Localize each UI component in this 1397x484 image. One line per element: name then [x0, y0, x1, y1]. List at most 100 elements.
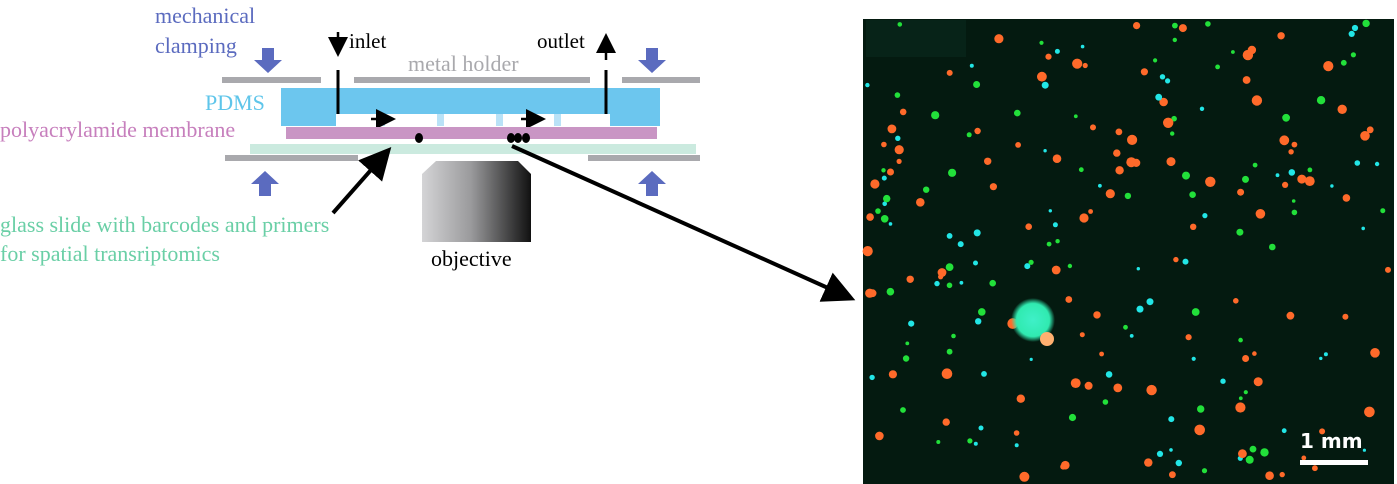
bead-green — [1238, 337, 1243, 343]
bead-green — [1245, 455, 1254, 464]
bead-green — [875, 208, 881, 214]
bead-orange — [1013, 430, 1020, 436]
bead-green — [1307, 167, 1313, 173]
bead-orange — [1070, 378, 1081, 388]
bead-green — [894, 92, 901, 98]
metal-holder — [222, 77, 700, 161]
clamp-arrows — [251, 48, 666, 196]
bead-orange — [1113, 383, 1123, 393]
bead-orange — [1146, 384, 1157, 396]
bead-green — [1171, 115, 1177, 122]
bead-green — [1068, 413, 1077, 422]
bead-green — [1028, 259, 1034, 265]
bead-cyan — [1156, 450, 1164, 457]
bead-green — [1269, 243, 1276, 251]
bead-cyan — [1080, 44, 1085, 49]
bead-green — [1189, 191, 1196, 198]
bead-cyan — [1182, 258, 1189, 265]
bead-orange — [875, 431, 884, 441]
bead-cyan — [969, 63, 974, 68]
bead-green — [1014, 109, 1021, 117]
bead-green — [880, 215, 889, 223]
bead-cyan — [1052, 222, 1058, 228]
bead-orange — [1060, 463, 1066, 470]
bead-orange — [1015, 142, 1021, 148]
clamp-arrow-up-right-icon — [638, 171, 666, 196]
bead-cyan — [882, 201, 887, 207]
bead-cyan — [869, 374, 875, 381]
bead-orange — [868, 289, 877, 298]
bead-green — [1039, 40, 1044, 45]
bead-orange — [1105, 189, 1115, 199]
bead-orange — [1126, 157, 1137, 168]
bead-cyan — [1136, 305, 1144, 313]
bead-green — [1197, 405, 1205, 413]
bead-orange — [1233, 298, 1239, 304]
bead-green — [973, 81, 981, 88]
bead-orange — [1282, 181, 1289, 188]
bead-orange — [941, 368, 953, 380]
bead-cyan — [1048, 209, 1053, 213]
bead-cyan — [1165, 78, 1171, 84]
fluorescence-micrograph: 1 mm — [862, 19, 1394, 484]
bead-green — [1182, 171, 1190, 180]
bead-cyan — [1043, 149, 1047, 153]
bead-orange — [1090, 124, 1096, 131]
bead-orange — [1342, 313, 1349, 320]
bead-green — [1243, 390, 1248, 395]
bead-cyan — [865, 82, 870, 88]
clamp-arrow-up-left-icon — [251, 171, 279, 196]
inlet-label: inlet — [349, 29, 386, 53]
bead-green — [1350, 52, 1356, 58]
bead-green — [1073, 114, 1078, 119]
bead-orange — [1253, 377, 1263, 387]
bead-orange — [1140, 68, 1148, 76]
objective-lens — [422, 161, 531, 242]
metal-holder-label: metal holder — [408, 51, 519, 76]
bead-orange — [1019, 471, 1030, 482]
bead-green — [1340, 59, 1347, 66]
bead-cyan — [1168, 416, 1175, 423]
bead-orange — [1079, 332, 1085, 338]
bead-orange — [1370, 348, 1380, 358]
bead-orange — [1265, 471, 1274, 481]
bead-orange — [1323, 61, 1334, 72]
cells — [415, 133, 530, 143]
bead-green — [1252, 162, 1258, 168]
bead-green — [1055, 239, 1060, 244]
bead-green — [1249, 445, 1257, 453]
bead-orange — [1337, 104, 1347, 115]
bead-orange — [1045, 53, 1052, 60]
bead-orange — [1205, 176, 1216, 187]
bead-green — [966, 132, 972, 138]
bead-orange — [1084, 381, 1093, 390]
objective-label: objective — [431, 246, 512, 271]
bead-cyan — [1146, 298, 1154, 306]
bead-orange — [1093, 311, 1101, 319]
bead-green — [936, 440, 941, 444]
bead-cyan — [959, 280, 964, 285]
bead-green — [931, 111, 940, 120]
bead-orange — [1242, 76, 1251, 84]
bead-green — [1380, 208, 1386, 214]
bead-green — [1236, 228, 1244, 236]
bead-orange — [1279, 135, 1290, 146]
bead-green — [1231, 50, 1235, 54]
bead-green — [883, 194, 891, 203]
glass-slide — [250, 144, 696, 154]
bead-orange — [1364, 406, 1375, 418]
bead-green — [989, 279, 996, 287]
bead-orange — [1288, 149, 1294, 155]
bead-cyan — [973, 260, 978, 266]
bead-green — [1067, 263, 1073, 269]
bead-green — [1124, 192, 1132, 200]
bead-orange — [1115, 128, 1123, 136]
bead-orange — [1051, 265, 1061, 275]
bead-orange — [1286, 311, 1295, 320]
bead-orange — [1082, 62, 1088, 69]
bead-cyan — [1191, 356, 1196, 361]
bead-green — [1123, 324, 1128, 330]
bead-orange — [862, 246, 873, 257]
bead-green — [1078, 167, 1084, 173]
